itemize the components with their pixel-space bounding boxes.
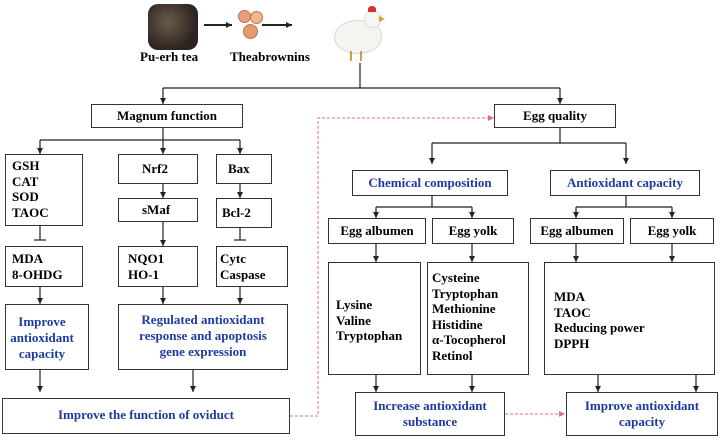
anti-yolk-label: Egg yolk (647, 223, 697, 238)
yolk-tocopherol: α-Tocopherol (432, 332, 506, 347)
nqo1-ho1-list: NQO1 HO-1 (128, 251, 164, 282)
bax-box (216, 154, 272, 184)
antioxidant-capacity-box (550, 170, 700, 196)
marker-8ohdg: 8-OHDG (12, 266, 63, 282)
magnum-function-box (91, 104, 243, 128)
regulated-response-box (118, 304, 288, 370)
chem-albumen-box (328, 218, 426, 244)
improve-oviduct-box (2, 398, 290, 434)
yolk-methionine: Methionine (432, 301, 496, 316)
anti-taoc: TAOC (554, 304, 591, 320)
chem-yolk-items: Cysteine Tryptophan Methionine Histidine… (432, 270, 506, 363)
antioxidant-enzymes-list: GSH CAT SOD TAOC (12, 158, 49, 220)
nqo1-ho1-box (118, 246, 198, 287)
yolk-retinol: Retinol (432, 347, 473, 363)
chem-yolk-box (432, 218, 514, 244)
albumen-valine: Valine (336, 312, 371, 328)
chem-yolk-items-box (427, 262, 529, 375)
tea-cake-icon (148, 4, 198, 50)
hen-icon (328, 6, 390, 62)
nrf2-box (118, 154, 198, 184)
anti-yolk-box (630, 218, 714, 244)
anti-items-box (544, 262, 715, 375)
anti-reducing-power: Reducing power (554, 320, 645, 335)
enzyme-taoc: TAOC (12, 204, 49, 220)
chem-albumen-items: Lysine Valine Tryptophan (336, 297, 402, 344)
albumen-tryptophan: Tryptophan (336, 328, 403, 343)
improve-antioxidant-egg-box (566, 392, 718, 436)
anti-items: MDA TAOC Reducing power DPPH (554, 289, 645, 351)
enzyme-cat: CAT (12, 173, 39, 189)
gene-ho1: HO-1 (128, 266, 160, 282)
anti-mda: MDA (554, 289, 586, 304)
yolk-histidine: Histidine (432, 316, 483, 332)
theabrownins-label: Theabrownins (230, 49, 310, 64)
smaf-label: sMaf (142, 202, 171, 217)
antioxidant-enzymes-box (5, 154, 83, 226)
marker-mda: MDA (12, 251, 44, 266)
yolk-cysteine: Cysteine (432, 270, 480, 285)
marker-caspase: Caspase (220, 266, 266, 282)
chemical-composition-box (352, 170, 508, 196)
bcl2-label: Bcl-2 (222, 205, 251, 220)
cytc-caspase-list: Cytc Caspase (220, 251, 266, 282)
cytc-caspase-box (216, 246, 288, 287)
improve-antioxidant-egg-text: Improve antioxidant capacity (584, 398, 700, 429)
increase-substance-box (355, 392, 505, 436)
regulated-response-text: Regulated antioxidant response and apopt… (139, 312, 267, 359)
chem-yolk-label: Egg yolk (448, 223, 498, 238)
improve-oviduct-text: Improve the function of oviduct (58, 407, 234, 422)
magnum-function-title: Magnum function (116, 108, 218, 123)
marker-cytc: Cytc (220, 251, 246, 266)
antioxidant-capacity-title: Antioxidant capacity (567, 175, 683, 190)
enzyme-gsh: GSH (12, 158, 40, 173)
anti-dpph: DPPH (554, 335, 590, 351)
egg-quality-box (494, 104, 616, 128)
improve-antioxidant-box (5, 304, 89, 370)
enzyme-sod: SOD (12, 189, 39, 204)
bcl2-box (216, 198, 272, 228)
improve-antioxidant-text: Improve antioxidant capacity (10, 314, 74, 361)
oxidative-markers-box (5, 246, 83, 287)
smaf-box (118, 198, 198, 222)
nrf2-label: Nrf2 (142, 161, 168, 176)
tea-label: Pu-erh tea (140, 49, 199, 64)
albumen-lysine: Lysine (336, 297, 373, 312)
yolk-tryptophan: Tryptophan (432, 285, 499, 301)
bax-label: Bax (228, 161, 250, 176)
chem-albumen-label: Egg albumen (340, 223, 414, 238)
anti-albumen-box (530, 218, 624, 244)
anti-albumen-label: Egg albumen (540, 223, 614, 238)
chemical-composition-title: Chemical composition (368, 175, 492, 190)
egg-quality-title: Egg quality (523, 108, 587, 123)
increase-substance-text: Increase antioxidant substance (373, 398, 487, 429)
chem-albumen-items-box (328, 262, 421, 375)
oxidative-markers-list: MDA 8-OHDG (12, 251, 63, 282)
gene-nqo1: NQO1 (128, 251, 165, 266)
molecule-icon (238, 10, 263, 40)
